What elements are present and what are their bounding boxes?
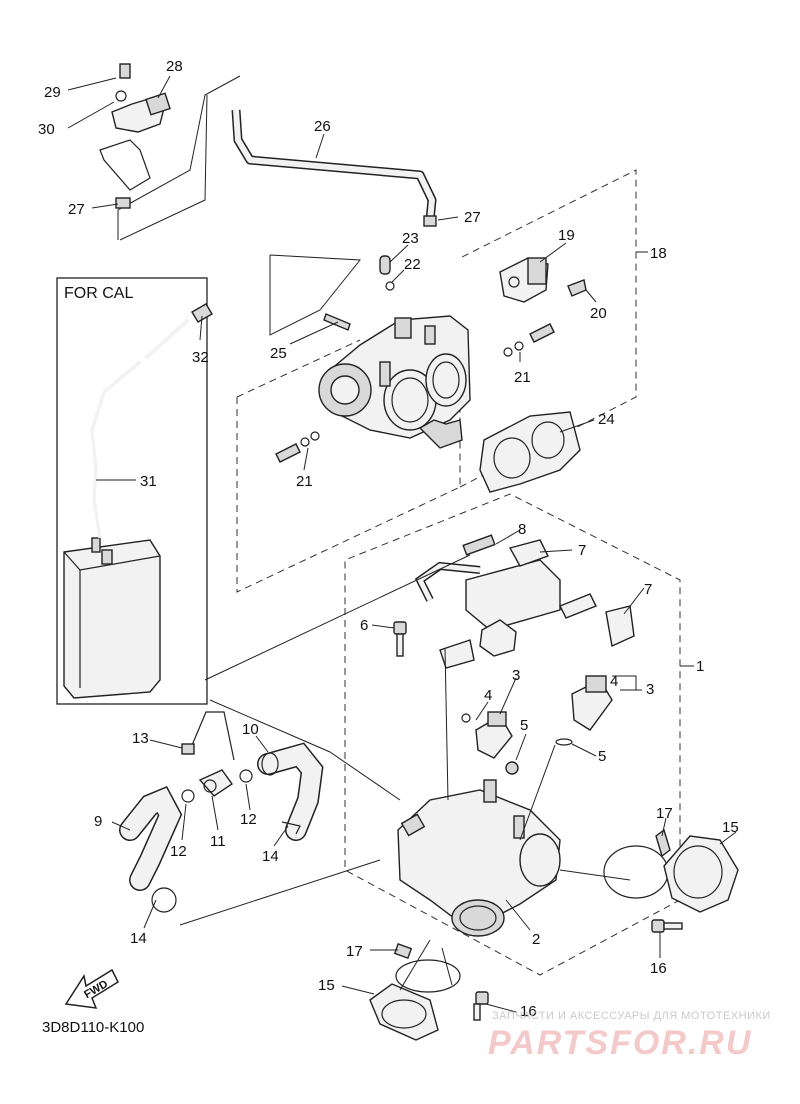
callout-10: 10 xyxy=(242,721,259,738)
callout-17-bottom: 17 xyxy=(346,943,363,960)
callout-13: 13 xyxy=(132,730,149,747)
callout-labels: 29 28 30 27 26 27 23 22 19 18 20 25 21 2… xyxy=(38,58,739,1020)
callout-25: 25 xyxy=(270,345,287,362)
callout-15-right: 15 xyxy=(722,819,739,836)
fitting-11 xyxy=(181,769,253,803)
fwd-label: FWD xyxy=(82,978,110,1001)
callout-15-bottom: 15 xyxy=(318,977,335,994)
assembly-outline xyxy=(179,554,631,991)
pressure-sensor xyxy=(99,63,171,209)
injector-left xyxy=(461,711,519,775)
callout-27-left: 27 xyxy=(68,201,85,218)
callout-8: 8 xyxy=(518,521,526,538)
diagram-code: 3D8D110-K100 xyxy=(42,1019,144,1036)
for-cal-title: FOR CAL xyxy=(64,285,133,302)
assembly-1-boundary xyxy=(344,493,681,976)
callout-4-left: 4 xyxy=(484,687,492,704)
screws-small xyxy=(275,255,555,463)
callout-12-left: 12 xyxy=(170,843,187,860)
callout-3-left: 3 xyxy=(512,667,520,684)
callout-17-right: 17 xyxy=(656,805,673,822)
joint-right xyxy=(603,828,739,933)
callout-3-right: 3 xyxy=(646,681,654,698)
callout-2: 2 xyxy=(532,931,540,948)
callout-4-right: 4 xyxy=(610,673,618,690)
callout-27-right: 27 xyxy=(464,209,481,226)
callout-21-right: 21 xyxy=(514,369,531,386)
clip-13 xyxy=(181,711,235,761)
callout-32: 32 xyxy=(192,349,209,366)
callout-11: 11 xyxy=(210,833,226,850)
callout-9: 9 xyxy=(94,813,102,830)
watermark-tagline: ЗАПЧАСТИ И АКСЕССУАРЫ ДЛЯ МОТОТЕХНИКИ xyxy=(492,1010,771,1022)
callout-20: 20 xyxy=(590,305,607,322)
callout-26: 26 xyxy=(314,118,331,135)
callout-5-right: 5 xyxy=(598,748,606,765)
callout-23: 23 xyxy=(402,230,419,247)
hose-10 xyxy=(257,742,324,841)
callout-24: 24 xyxy=(598,411,615,428)
pipe-group-boundary xyxy=(269,254,361,336)
callout-14-left: 14 xyxy=(130,930,147,947)
callout-31: 31 xyxy=(140,473,157,490)
injector-right xyxy=(555,675,613,746)
fwd-arrow: FWD xyxy=(64,968,119,1009)
callout-6: 6 xyxy=(360,617,368,634)
callout-18: 18 xyxy=(650,245,667,262)
callout-22: 22 xyxy=(404,256,421,273)
fuel-rail xyxy=(414,534,635,669)
callout-14-mid: 14 xyxy=(262,848,279,865)
sensor-group-boundary xyxy=(117,75,241,241)
callout-21-left: 21 xyxy=(296,473,313,490)
leader-lines xyxy=(67,75,737,1013)
throttle-body xyxy=(318,315,471,449)
intake-body xyxy=(397,779,561,937)
for-cal-box: FOR CAL xyxy=(56,277,213,705)
callout-7-right: 7 xyxy=(644,581,652,598)
gasket-24 xyxy=(479,411,581,493)
callout-19: 19 xyxy=(558,227,575,244)
callout-5-left: 5 xyxy=(520,717,528,734)
callout-29: 29 xyxy=(44,84,61,101)
hose-26 xyxy=(231,109,437,227)
callout-28: 28 xyxy=(166,58,183,75)
callout-7-top: 7 xyxy=(578,542,586,559)
watermark-brand: PARTSFOR.RU xyxy=(488,1024,752,1062)
callout-1: 1 xyxy=(696,658,704,675)
callout-30: 30 xyxy=(38,121,55,138)
bolt-6 xyxy=(393,621,407,657)
hose-9 xyxy=(119,786,183,913)
sensor-19 xyxy=(499,257,587,303)
callout-12-right: 12 xyxy=(240,811,257,828)
callout-16-right: 16 xyxy=(650,960,667,977)
callout-16-bottom: 16 xyxy=(520,1003,537,1020)
joint-bottom xyxy=(369,943,489,1041)
